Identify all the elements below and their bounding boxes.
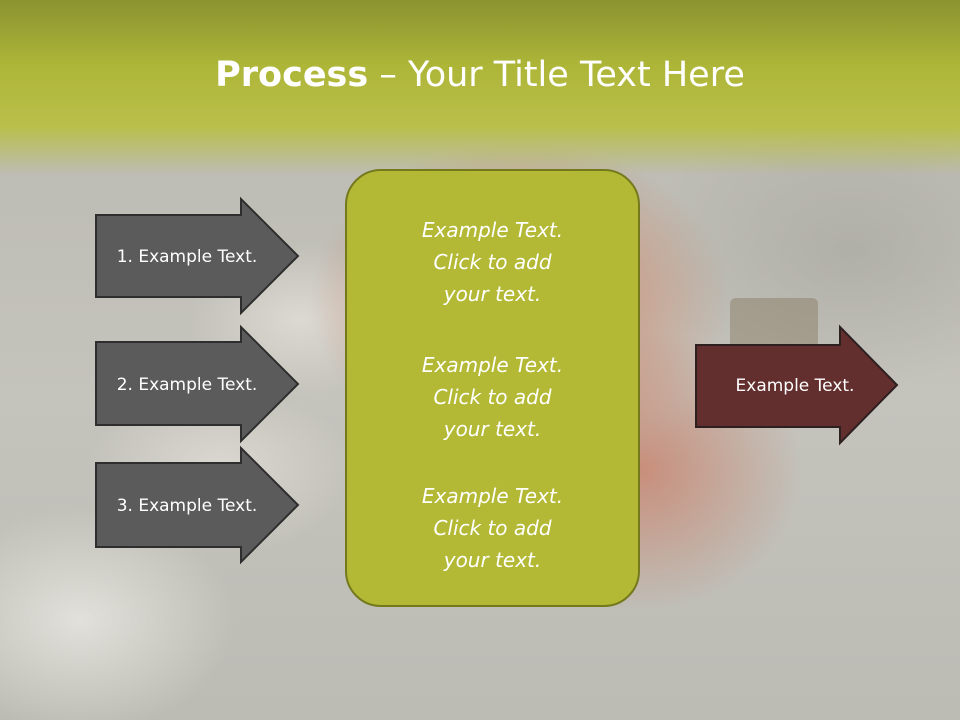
arrow-shape (95, 196, 300, 316)
panel-text-1[interactable]: Example Text. Click to add your text. (421, 218, 564, 306)
input-arrow-label: 2. Example Text. (116, 374, 258, 395)
input-arrow-label: 1. Example Text. (116, 246, 258, 267)
header-band (0, 0, 960, 175)
input-arrow-2[interactable]: 2. Example Text. (95, 324, 300, 444)
arrow-shape (95, 324, 300, 444)
title-rest-part: – Your Title Text Here (368, 55, 745, 95)
process-panel[interactable]: Example Text. Click to add your text. Ex… (345, 169, 640, 607)
arrow-shape (95, 445, 300, 565)
output-arrow[interactable]: Example Text. (695, 324, 900, 446)
slide-title[interactable]: Process – Your Title Text Here (0, 52, 960, 98)
panel-text-2[interactable]: Example Text. Click to add your text. (421, 353, 564, 441)
title-bold-part: Process (215, 55, 369, 95)
arrow-shape (695, 324, 899, 446)
input-arrow-3[interactable]: 3. Example Text. (95, 445, 300, 565)
output-arrow-label: Example Text. (735, 375, 855, 396)
input-arrow-label: 3. Example Text. (116, 495, 258, 516)
input-arrow-1[interactable]: 1. Example Text. (95, 196, 300, 316)
panel-text-3[interactable]: Example Text. Click to add your text. (421, 484, 564, 572)
